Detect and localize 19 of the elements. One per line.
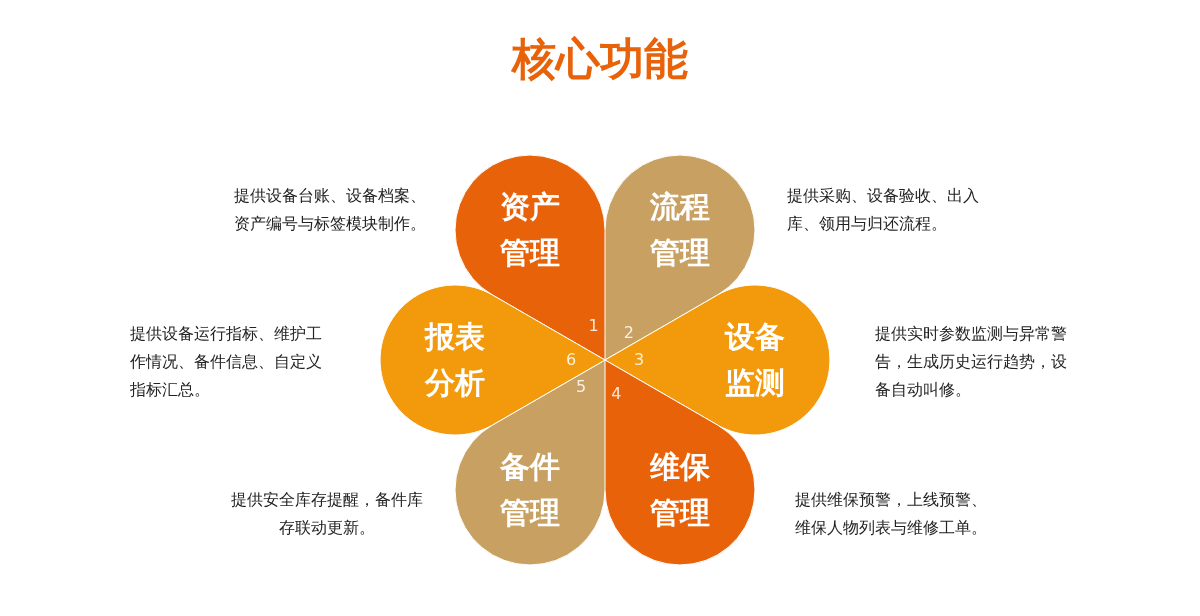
description-text: 提供实时参数监测与异常警告，生成历史运行趋势，设备自动叫修。: [875, 323, 1068, 401]
petal-number: 1: [587, 316, 600, 335]
description-text: 提供维保预警，上线预警、维保人物列表与维修工单。: [795, 489, 988, 539]
petal-title: 报表分析: [423, 318, 486, 402]
petal-title: 资产管理: [499, 188, 561, 273]
petal-title: 设备监测: [723, 318, 786, 402]
description-text: 提供设备运行指标、维护工作情况、备件信息、自定义指标汇总。: [130, 323, 323, 401]
description-text: 提供安全库存提醒，备件库存联动更新。: [230, 489, 424, 539]
petal-number: 6: [564, 351, 578, 369]
petal-number: 5: [575, 377, 588, 396]
petal-title: 备件管理: [499, 447, 561, 532]
petal-number: 4: [610, 385, 623, 404]
petal-number: 2: [622, 324, 635, 342]
petal-title: 流程管理: [649, 188, 711, 273]
description-text: 提供采购、设备验收、出入库、领用与归还流程。: [787, 185, 980, 235]
petal-title: 维保管理: [649, 447, 711, 532]
title: 核心功能: [510, 32, 689, 86]
petal-number: 3: [632, 351, 646, 369]
description-text: 提供设备台账、设备档案、资产编号与标签模块制作。: [233, 185, 427, 235]
